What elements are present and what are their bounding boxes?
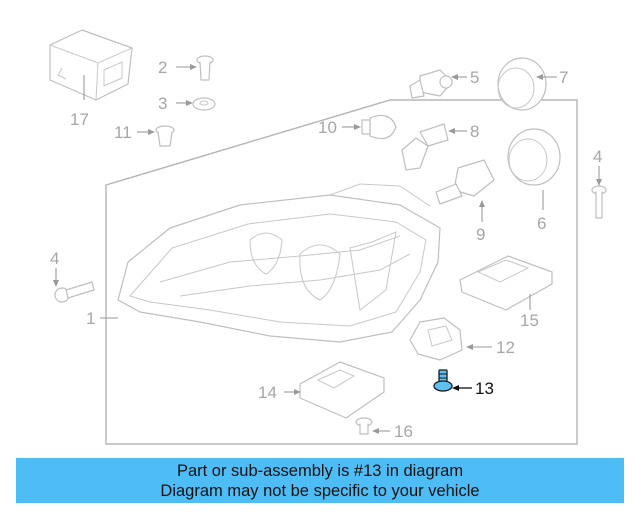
assembly-frame bbox=[105, 99, 578, 445]
caption-line-2: Diagram may not be specific to your vehi… bbox=[160, 482, 480, 500]
callout-5: 5 bbox=[470, 68, 479, 87]
part-10-bulb[interactable] bbox=[361, 114, 397, 140]
callout-2: 2 bbox=[158, 58, 167, 77]
callout-14: 14 bbox=[258, 383, 277, 402]
part-16-bolt[interactable] bbox=[355, 417, 373, 435]
callout-6: 6 bbox=[537, 214, 546, 233]
part-9-bulb[interactable] bbox=[435, 159, 495, 205]
callout-4a: 4 bbox=[50, 249, 59, 268]
callout-10: 10 bbox=[318, 118, 337, 137]
part-5-bulb[interactable] bbox=[409, 69, 453, 99]
parts-diagram: 17 2 3 11 10 5 7 8 4 6 9 4 1 15 12 13 14… bbox=[49, 29, 607, 445]
callout-13: 13 bbox=[475, 379, 494, 398]
callout-12: 12 bbox=[496, 338, 515, 357]
callout-9: 9 bbox=[476, 225, 485, 244]
part-14-ballast[interactable] bbox=[299, 361, 385, 419]
part-4-screw-left[interactable] bbox=[54, 281, 95, 303]
caption-banner: Part or sub-assembly is #13 in diagram D… bbox=[16, 458, 624, 503]
part-7-cap[interactable] bbox=[497, 57, 547, 111]
part-13-screw[interactable] bbox=[433, 369, 453, 392]
callout-16: 16 bbox=[394, 422, 413, 441]
part-1-headlamp[interactable] bbox=[117, 183, 441, 343]
part-15-module[interactable] bbox=[459, 255, 553, 311]
part-8-bulb[interactable] bbox=[401, 123, 449, 171]
part-3-grommet[interactable] bbox=[192, 97, 216, 111]
part-2-clip[interactable] bbox=[196, 55, 214, 81]
callout-11: 11 bbox=[114, 123, 132, 142]
part-12-bracket[interactable] bbox=[409, 317, 463, 361]
callout-8: 8 bbox=[470, 122, 479, 141]
callout-17: 17 bbox=[70, 110, 89, 129]
part-17-control-module[interactable] bbox=[49, 29, 133, 101]
callout-3: 3 bbox=[158, 94, 167, 113]
part-11-rivet[interactable] bbox=[155, 125, 175, 147]
callout-7: 7 bbox=[559, 68, 568, 87]
caption-line-1: Part or sub-assembly is #13 in diagram bbox=[176, 462, 464, 480]
part-4-screw-right[interactable] bbox=[591, 185, 607, 219]
part-6-cap[interactable] bbox=[507, 128, 561, 186]
callout-4b: 4 bbox=[593, 147, 602, 166]
callout-1: 1 bbox=[86, 309, 95, 328]
callout-15: 15 bbox=[520, 311, 539, 330]
